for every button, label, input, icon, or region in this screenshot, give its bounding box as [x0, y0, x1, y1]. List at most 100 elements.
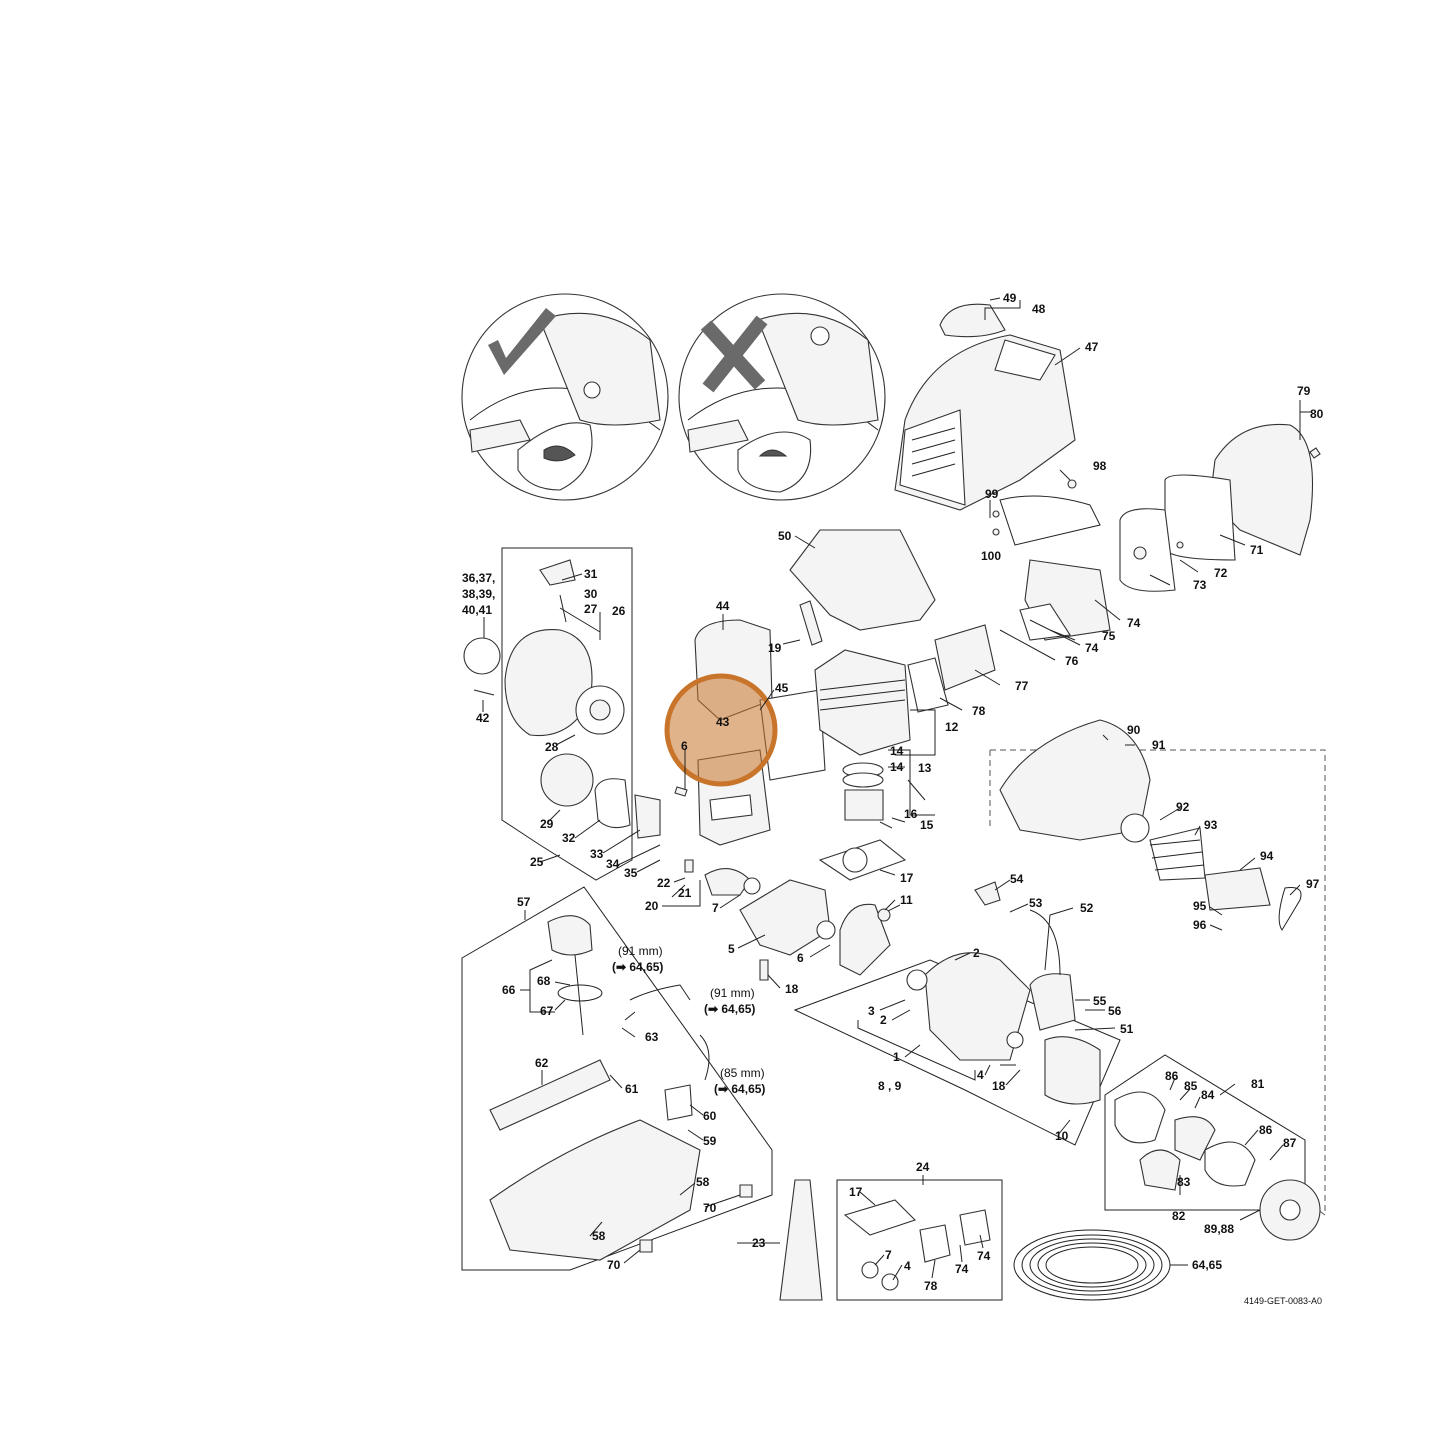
- callout-82: 82: [1172, 1209, 1186, 1223]
- callout-12: 12: [945, 720, 959, 734]
- part-73-filter-base: [1119, 508, 1176, 592]
- callout-63: 63: [645, 1030, 659, 1044]
- part-94-sleeve: [1204, 867, 1271, 911]
- callout-14a: 14: [890, 744, 904, 758]
- callout-8-9: 8 , 9: [878, 1079, 902, 1093]
- callout-89-88: 89,88: [1204, 1222, 1234, 1236]
- clutch-kit-frame: [1104, 1054, 1306, 1211]
- part-84-shoe: [1174, 1116, 1216, 1161]
- callout-labels: 49 48 47 79 80 98 99 100 71 72 73 74 75 …: [462, 291, 1324, 1293]
- callout-58b: 58: [592, 1229, 606, 1243]
- part-cylinder: [814, 649, 911, 756]
- callout-50: 50: [778, 529, 792, 543]
- callout-95: 95: [1193, 899, 1207, 913]
- callout-33: 33: [590, 847, 604, 861]
- part-83-shoe: [1139, 1149, 1181, 1191]
- carburetor-group: [907, 479, 1111, 713]
- callout-93: 93: [1204, 818, 1218, 832]
- callout-14b: 14: [890, 760, 904, 774]
- callout-7b: 7: [885, 1248, 892, 1262]
- callout-28: 28: [545, 740, 559, 754]
- callout-45: 45: [775, 681, 789, 695]
- fuel-tank-kit-frame: [461, 886, 773, 1271]
- callout-74d: 74: [977, 1249, 991, 1263]
- fuel-tank-group: [461, 886, 773, 1271]
- ignition-group: [793, 881, 1121, 1146]
- callout-42: 42: [476, 711, 490, 725]
- part-97-clip: [1278, 887, 1302, 931]
- callout-34: 34: [606, 857, 620, 871]
- callout-92: 92: [1176, 800, 1190, 814]
- callout-86b: 86: [1259, 1123, 1273, 1137]
- callout-21: 21: [678, 886, 692, 900]
- callout-23: 23: [752, 1236, 766, 1250]
- hose-note-3-ref: (➡ 64,65): [714, 1082, 765, 1096]
- part-36-washer: [463, 637, 501, 675]
- part-79-cover: [1209, 423, 1314, 556]
- part-93-bearing: [1149, 827, 1206, 881]
- hose-note-1-ref: (➡ 64,65): [612, 960, 663, 974]
- callout-76: 76: [1065, 654, 1079, 668]
- hose-note-3-length: (85 mm): [720, 1066, 765, 1080]
- part-86-carrier: [1114, 1091, 1166, 1144]
- part-52-lead: [1029, 909, 1061, 976]
- part-92-ring: [1120, 813, 1150, 843]
- callout-47: 47: [1085, 340, 1099, 354]
- part-62-fuel-line: [489, 1059, 611, 1131]
- callout-31: 31: [584, 567, 598, 581]
- part-51-module: [1029, 973, 1076, 1031]
- part-13-piston: [844, 789, 884, 821]
- callout-74b: 74: [1085, 641, 1099, 655]
- callout-74a: 74: [1127, 616, 1141, 630]
- callout-99: 99: [985, 487, 999, 501]
- callout-16: 16: [904, 807, 918, 821]
- callout-75: 75: [1102, 629, 1116, 643]
- part-67-o-ring: [557, 984, 603, 1002]
- callout-49: 49: [1003, 291, 1017, 305]
- cylinder-group: [799, 600, 911, 829]
- callout-29: 29: [540, 817, 554, 831]
- highlight-part-43: [664, 673, 778, 787]
- callout-58a: 58: [696, 1175, 710, 1189]
- clutch-group: [1104, 1054, 1321, 1241]
- detail-circle-incorrect: [678, 293, 886, 501]
- callout-68: 68: [537, 974, 551, 988]
- callout-30: 30: [584, 587, 598, 601]
- callout-73: 73: [1193, 578, 1207, 592]
- callout-71: 71: [1250, 543, 1264, 557]
- hose-note-2-ref: (➡ 64,65): [704, 1002, 755, 1016]
- callout-67: 67: [540, 1004, 554, 1018]
- part-70-plug-b: [639, 1239, 653, 1253]
- callout-72: 72: [1214, 566, 1228, 580]
- check-mark-icon: [488, 308, 556, 375]
- part-86-carrier-b: [1204, 1141, 1256, 1187]
- callout-32: 32: [562, 831, 576, 845]
- callout-17a: 17: [900, 871, 914, 885]
- callout-6a: 6: [681, 739, 688, 753]
- callout-38-39: 38,39,: [462, 587, 495, 601]
- callout-11: 11: [900, 893, 913, 907]
- callout-2a: 2: [973, 946, 980, 960]
- callout-19: 19: [768, 641, 782, 655]
- callout-52: 52: [1080, 901, 1094, 915]
- callout-13: 13: [918, 761, 932, 775]
- part-33-pawl: [634, 794, 661, 839]
- document-code: 4149-GET-0083-A0: [1244, 1296, 1322, 1306]
- engine-hood-group: [894, 303, 1076, 511]
- part-77-flange: [934, 624, 996, 691]
- callout-18b: 18: [992, 1079, 1006, 1093]
- part-54-cap: [974, 881, 1001, 906]
- callout-97: 97: [1306, 877, 1320, 891]
- callout-53: 53: [1029, 896, 1043, 910]
- callout-51: 51: [1120, 1022, 1134, 1036]
- hose-note-1-length: (91 mm): [618, 944, 663, 958]
- callout-24: 24: [916, 1160, 930, 1174]
- hose-note-2-length: (91 mm): [710, 986, 755, 1000]
- callout-5: 5: [728, 942, 735, 956]
- callout-26: 26: [612, 604, 626, 618]
- callout-54: 54: [1010, 872, 1024, 886]
- callout-35: 35: [624, 866, 638, 880]
- callout-56: 56: [1108, 1004, 1122, 1018]
- gasket-set-group: [836, 1179, 1003, 1301]
